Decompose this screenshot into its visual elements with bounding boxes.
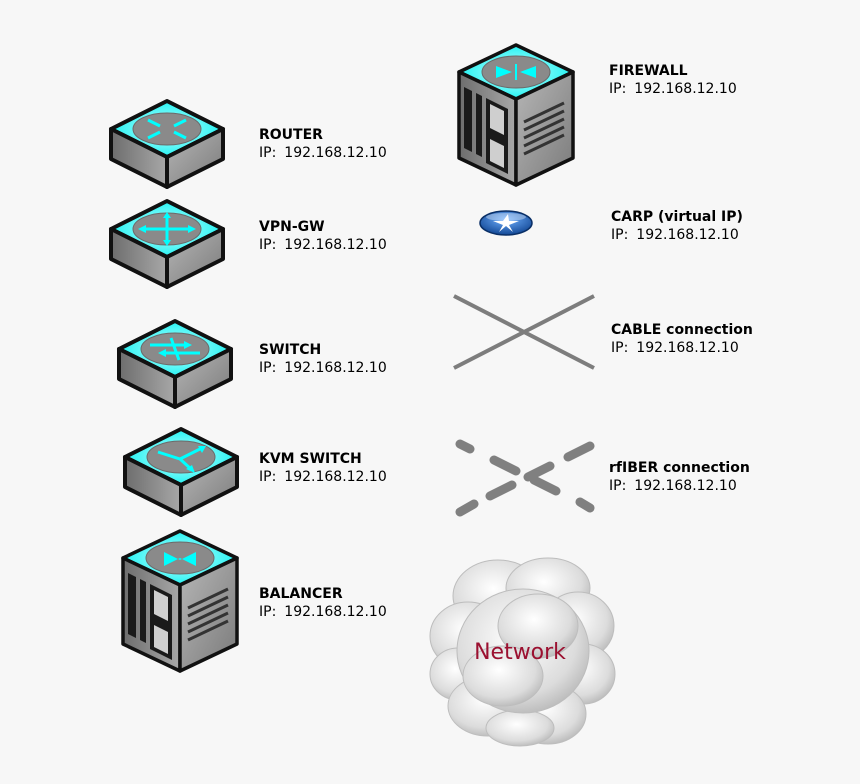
device-title: FIREWALL: [609, 63, 688, 79]
kvm-switch-icon: [123, 427, 239, 517]
switch-icon: [117, 319, 233, 409]
device-title: SWITCH: [259, 342, 322, 358]
device-label-cable: CABLE connection IP: 192.168.12.10: [611, 321, 753, 357]
ip-value: 192.168.12.10: [634, 478, 737, 494]
ip-value: 192.168.12.10: [636, 340, 739, 356]
device-title: BALANCER: [259, 586, 343, 602]
ip-label: IP:: [259, 237, 277, 253]
device-title: ROUTER: [259, 127, 323, 143]
vpn-gateway-icon: [109, 199, 225, 289]
device-label-kvm-switch: KVM SWITCH IP: 192.168.12.10: [259, 450, 395, 486]
device-title: VPN-GW: [259, 219, 325, 235]
ip-value: 192.168.12.10: [284, 604, 387, 620]
device-label-balancer: BALANCER IP: 192.168.12.10: [259, 585, 395, 621]
cable-connection-icon: [453, 294, 595, 370]
network-cloud-icon: [429, 557, 616, 747]
device-label-router: ROUTER IP: 192.168.12.10: [259, 126, 395, 162]
ip-label: IP:: [259, 145, 277, 161]
router-icon: [109, 99, 225, 189]
device-title: CABLE connection: [611, 322, 753, 338]
carp-icon: [479, 210, 533, 236]
ip-value: 192.168.12.10: [284, 145, 387, 161]
network-cloud-label: Network: [474, 640, 566, 665]
device-title: rfIBER connection: [609, 460, 750, 476]
ip-value: 192.168.12.10: [284, 360, 387, 376]
ip-label: IP:: [609, 478, 627, 494]
ip-value: 192.168.12.10: [284, 469, 387, 485]
ip-label: IP:: [259, 360, 277, 376]
ip-label: IP:: [259, 469, 277, 485]
ip-label: IP:: [609, 81, 627, 97]
device-title: CARP (virtual IP): [611, 209, 743, 225]
ip-label: IP:: [611, 227, 629, 243]
firewall-server-icon: [457, 43, 575, 187]
device-label-firewall: FIREWALL IP: 192.168.12.10: [609, 62, 745, 98]
ip-label: IP:: [611, 340, 629, 356]
device-label-switch: SWITCH IP: 192.168.12.10: [259, 341, 395, 377]
ip-value: 192.168.12.10: [636, 227, 739, 243]
ip-value: 192.168.12.10: [634, 81, 737, 97]
device-title: KVM SWITCH: [259, 451, 362, 467]
balancer-server-icon: [121, 529, 239, 673]
ip-label: IP:: [259, 604, 277, 620]
device-label-vpn-gw: VPN-GW IP: 192.168.12.10: [259, 218, 395, 254]
device-label-fiber: rfIBER connection IP: 192.168.12.10: [609, 459, 750, 495]
ip-value: 192.168.12.10: [284, 237, 387, 253]
fiber-connection-icon: [455, 439, 595, 517]
device-label-carp: CARP (virtual IP) IP: 192.168.12.10: [611, 208, 747, 244]
